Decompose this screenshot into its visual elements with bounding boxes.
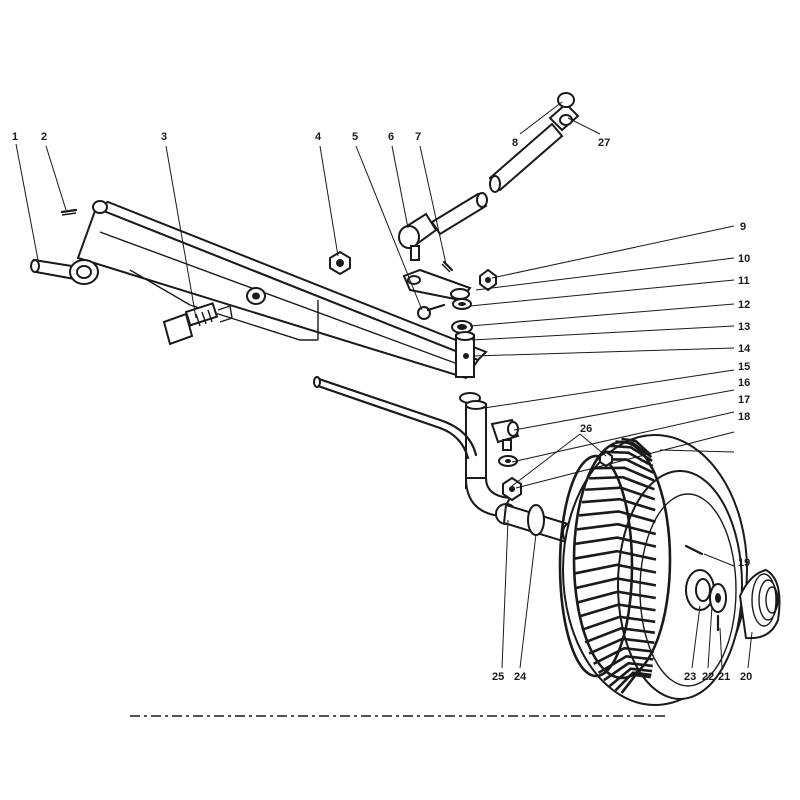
steering-rod xyxy=(313,376,478,460)
callout-9: 9 xyxy=(740,221,746,233)
tread-rib xyxy=(578,603,656,618)
callout-5: 5 xyxy=(352,131,358,143)
callout-4: 4 xyxy=(315,131,322,143)
callout-25: 25 xyxy=(492,671,504,683)
nut xyxy=(329,250,351,276)
tread-rib xyxy=(574,563,657,575)
tread-rib xyxy=(581,497,656,512)
callout-27: 27 xyxy=(598,137,610,149)
lock-nut xyxy=(502,476,522,502)
drag-link xyxy=(488,92,580,193)
tie-rod xyxy=(430,192,488,236)
callout-7: 7 xyxy=(415,131,421,143)
callout-16: 16 xyxy=(738,377,750,389)
callout-19: 19 xyxy=(738,557,750,569)
hub-cap xyxy=(738,568,781,640)
steering-arm xyxy=(402,268,472,302)
tread-rib xyxy=(575,536,657,548)
spindle-housing xyxy=(455,331,475,378)
callout-26: 26 xyxy=(580,423,592,435)
callout-24: 24 xyxy=(514,671,527,683)
callout-10: 10 xyxy=(738,253,750,265)
callout-11: 11 xyxy=(738,275,750,287)
washer xyxy=(452,298,472,310)
tread-rib xyxy=(588,637,655,655)
tread-rib xyxy=(614,671,652,692)
callout-23: 23 xyxy=(684,671,696,683)
tread-rib xyxy=(581,615,656,632)
tread-rib xyxy=(597,655,654,674)
tread-rib xyxy=(621,437,652,456)
bolt xyxy=(162,302,233,346)
callout-labels: 1 2 3 4 5 6 7 8 27 9 10 11 12 13 14 15 1… xyxy=(12,131,752,683)
callout-12: 12 xyxy=(738,299,750,311)
tread-rib xyxy=(578,510,656,524)
cotter-pin xyxy=(60,208,78,216)
callout-3: 3 xyxy=(161,131,167,143)
tread-rib xyxy=(603,661,653,682)
tread-rib xyxy=(603,450,654,468)
tread-rib xyxy=(584,626,655,644)
callout-18: 18 xyxy=(738,411,750,423)
callout-15: 15 xyxy=(738,361,750,373)
tire xyxy=(558,434,748,706)
callout-14: 14 xyxy=(738,343,751,355)
callout-1: 1 xyxy=(12,131,18,143)
tread-rib xyxy=(585,486,656,501)
cotter-pin-small xyxy=(441,260,454,273)
bushing xyxy=(451,320,473,334)
tread-rib xyxy=(576,590,656,604)
hub-bolt xyxy=(684,544,704,556)
leader-lines xyxy=(15,101,753,669)
tread-rib xyxy=(620,673,651,694)
pivot-pin xyxy=(30,258,99,285)
small-bolt xyxy=(417,303,446,320)
callout-21: 21 xyxy=(718,671,730,683)
callout-17: 17 xyxy=(738,394,750,406)
castle-nut xyxy=(479,268,497,292)
callout-6: 6 xyxy=(388,131,394,143)
callout-22: 22 xyxy=(702,671,714,683)
tread-rib xyxy=(609,444,653,462)
tread-rib xyxy=(576,522,657,536)
tread-rib xyxy=(575,577,657,590)
axle-beam xyxy=(76,200,488,380)
tread-rib xyxy=(608,667,653,688)
grease-fitting xyxy=(599,450,613,468)
tread-rib xyxy=(593,466,655,482)
callout-8: 8 xyxy=(512,137,518,149)
tread-rib xyxy=(589,475,655,491)
callout-2: 2 xyxy=(41,131,47,143)
tread-rib xyxy=(574,549,657,561)
tread-rib xyxy=(615,440,653,459)
tread-ribs xyxy=(574,437,657,694)
tie-rod-end xyxy=(398,212,438,261)
callout-13: 13 xyxy=(738,321,750,333)
callout-20: 20 xyxy=(740,671,752,683)
tread-rib xyxy=(593,646,655,665)
ball-joint xyxy=(490,418,520,451)
hub xyxy=(685,569,727,613)
